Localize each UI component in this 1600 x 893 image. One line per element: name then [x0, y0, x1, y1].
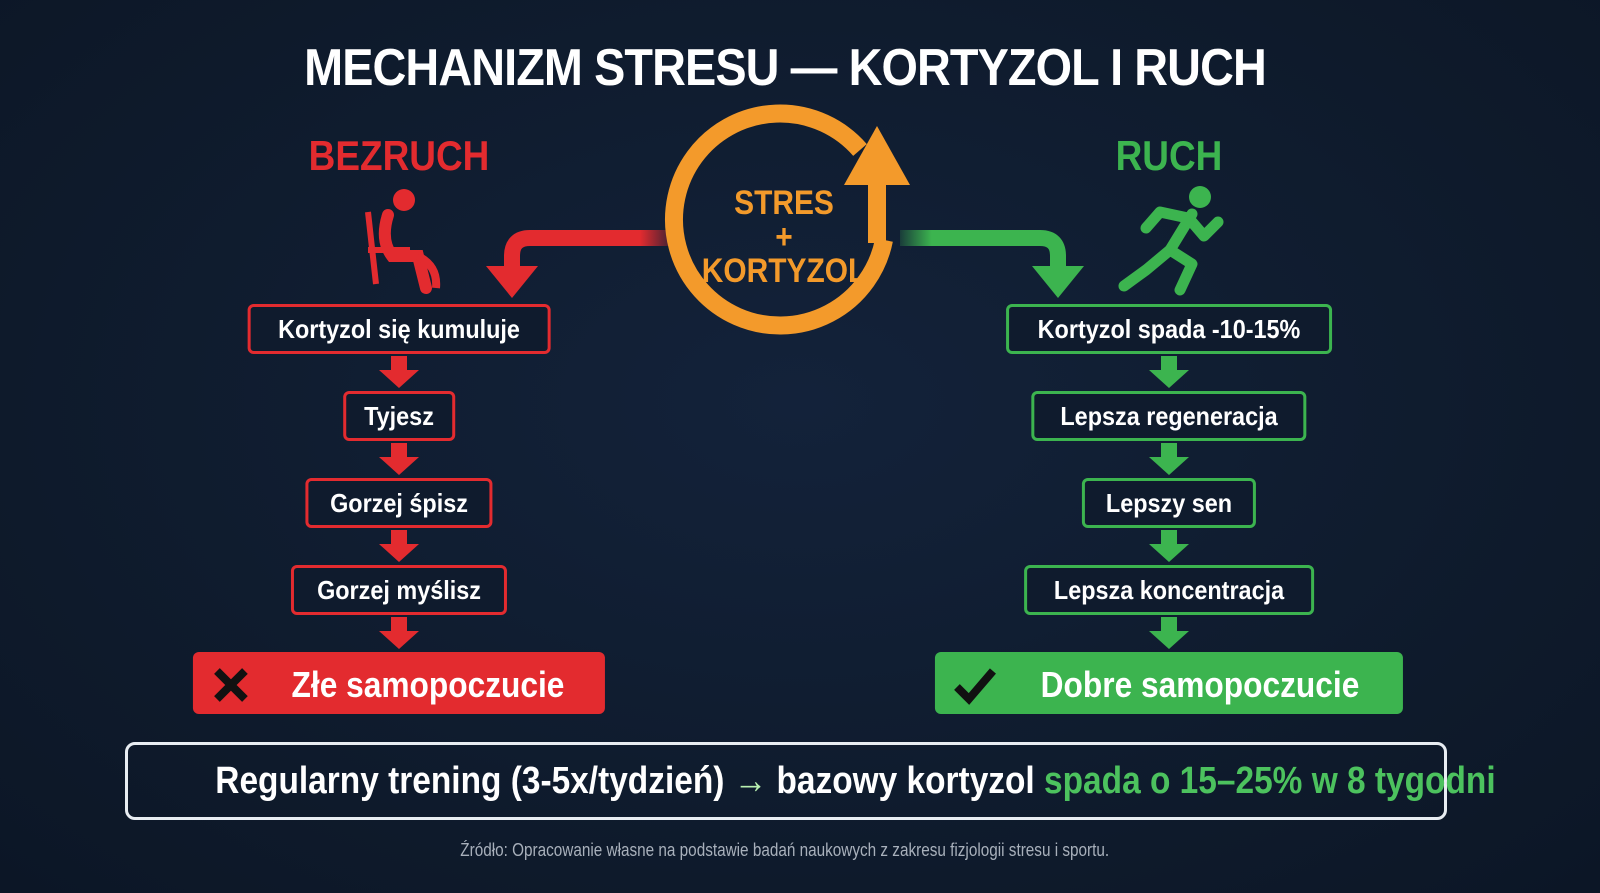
page-title: MECHANIZM STRESU — KORTYZOL I RUCH — [304, 39, 1267, 97]
summary-box: Regularny trening (3-5x/tydzień) → bazow… — [125, 742, 1496, 820]
left-step: Gorzej śpisz — [305, 478, 493, 528]
center-line1: STRES — [734, 184, 834, 222]
left-step: Kortyzol się kumuluje — [247, 304, 551, 354]
source-note: Źródło: Opracowanie własne na podstawie … — [460, 840, 1110, 860]
right-step: Lepsza koncentracja — [1024, 565, 1314, 615]
running-person-icon — [1118, 186, 1224, 296]
cycle-arrow-head — [844, 126, 910, 185]
center-label: STRES + KORTYZOL — [640, 186, 928, 288]
center-plus: + — [775, 218, 793, 256]
summary-part1: Regularny trening (3-5x/tydzień) — [215, 760, 725, 802]
cycle-arrow — [665, 104, 893, 335]
arrow-head-right — [1032, 266, 1084, 298]
arrow-head-left — [486, 266, 538, 298]
right-step: Kortyzol spada -10-15% — [1006, 304, 1332, 354]
right-step-arrows — [1149, 356, 1189, 649]
left-step-arrows — [379, 356, 419, 649]
checkmark-icon — [953, 665, 1009, 706]
x-mark-icon — [211, 665, 263, 705]
left-step: Tyjesz — [343, 391, 455, 441]
summary-arrow: → — [733, 760, 768, 802]
result-good: Dobre samopoczucie — [934, 652, 1404, 714]
right-step: Lepszy sen — [1081, 478, 1257, 528]
heading-bezruch: BEZRUCH — [308, 132, 490, 179]
center-line2: KORTYZOL — [701, 252, 867, 290]
result-bad: Złe samopoczucie — [192, 652, 606, 714]
arrow-to-bezruch — [504, 230, 672, 268]
sitting-person-icon — [365, 189, 441, 294]
left-step: Gorzej myślisz — [290, 565, 508, 615]
right-step: Lepsza regeneracja — [1031, 391, 1307, 441]
heading-ruch: RUCH — [1115, 132, 1223, 179]
summary-part2: bazowy kortyzol — [776, 760, 1035, 802]
arrow-to-ruch — [900, 230, 1066, 268]
summary-part3: spada o 15–25% w 8 tygodni — [1044, 760, 1496, 802]
